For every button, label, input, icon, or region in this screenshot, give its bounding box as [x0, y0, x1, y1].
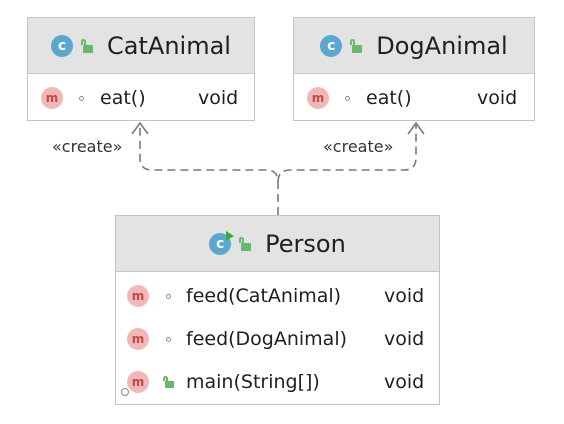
class-dog-animal[interactable]: c DogAnimal m eat() void [293, 17, 535, 121]
package-visibility-icon [166, 336, 171, 342]
method-row[interactable]: m main(String[]) void [116, 362, 439, 402]
method-name: main(String[]) [186, 371, 320, 393]
method-icon: m [127, 328, 149, 350]
class-cat-animal[interactable]: c CatAnimal m eat() void [27, 17, 255, 121]
public-lock-icon [81, 38, 94, 53]
package-visibility-icon [79, 95, 84, 101]
create-edge-cat [139, 125, 279, 215]
static-marker-icon [121, 388, 129, 396]
method-icon-letter: m [131, 375, 145, 389]
class-person[interactable]: c Person m feed(CatAnimal) void m feed(D… [115, 215, 440, 405]
method-row[interactable]: m eat() void [294, 78, 534, 118]
public-visibility-icon [163, 376, 174, 388]
class-name: DogAnimal [376, 31, 508, 60]
method-name: eat() [366, 87, 412, 109]
class-name: Person [265, 229, 346, 258]
method-row[interactable]: m feed(DogAnimal) void [116, 319, 439, 359]
method-name: feed(DogAnimal) [186, 328, 348, 350]
method-return-type: void [384, 285, 425, 307]
method-return-type: void [384, 328, 425, 350]
public-lock-icon [350, 38, 363, 53]
class-header: c CatAnimal [28, 18, 254, 74]
public-lock-icon [239, 236, 252, 251]
class-icon: c [51, 34, 74, 57]
arrowhead-cat [131, 121, 149, 135]
class-icon: c [320, 34, 343, 57]
method-return-type: void [384, 371, 425, 393]
package-visibility-icon [345, 95, 350, 101]
static-method-icon: m [121, 371, 149, 396]
class-name: CatAnimal [107, 31, 231, 60]
class-header: c Person [116, 216, 439, 272]
method-return-type: void [198, 87, 239, 109]
create-edge-dog [277, 125, 417, 183]
method-icon: m [127, 285, 149, 307]
method-name: feed(CatAnimal) [186, 285, 342, 307]
method-name: eat() [100, 87, 146, 109]
create-label-cat: «create» [52, 137, 123, 156]
package-visibility-icon [166, 293, 171, 299]
method-row[interactable]: m eat() void [28, 78, 254, 118]
method-return-type: void [477, 87, 518, 109]
create-label-dog: «create» [323, 137, 394, 156]
method-row[interactable]: m feed(CatAnimal) void [116, 276, 439, 316]
method-icon: m [41, 87, 63, 109]
class-header: c DogAnimal [294, 18, 534, 74]
class-runnable-icon: c [209, 230, 235, 255]
arrowhead-dog [407, 121, 425, 135]
method-icon: m [307, 87, 329, 109]
